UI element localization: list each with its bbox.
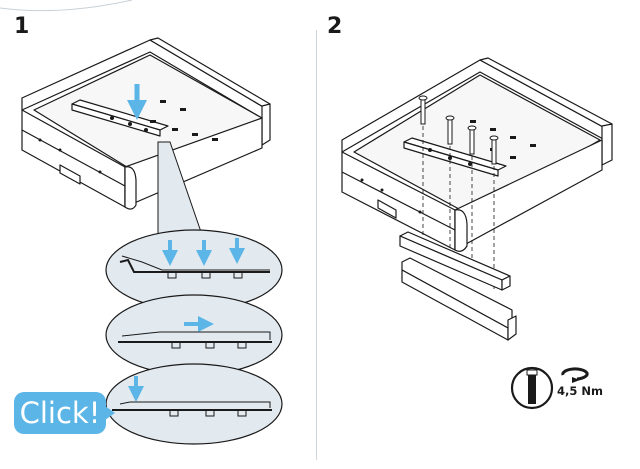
rotation-icon — [561, 367, 589, 381]
drawer-step2 — [341, 57, 613, 252]
detail-bubble-2 — [105, 294, 283, 376]
torque-value: 4,5 Nm — [557, 384, 603, 398]
step-number-2: 2 — [327, 14, 343, 39]
corner-curve — [0, 0, 133, 12]
screws — [418, 95, 499, 165]
step-divider — [316, 30, 317, 460]
rotation-arrowhead — [572, 377, 580, 383]
alignment-lines — [422, 126, 495, 290]
drawer-holes-step1 — [38, 100, 218, 174]
click-badge: Click! — [14, 392, 115, 434]
detail-bubble-1 — [105, 229, 283, 311]
step-number-1: 1 — [14, 14, 30, 39]
detail-bubble-3 — [105, 363, 283, 445]
drawer-step1 — [21, 37, 271, 210]
torque-screw-icon — [510, 366, 554, 410]
rail-parts — [399, 231, 517, 341]
